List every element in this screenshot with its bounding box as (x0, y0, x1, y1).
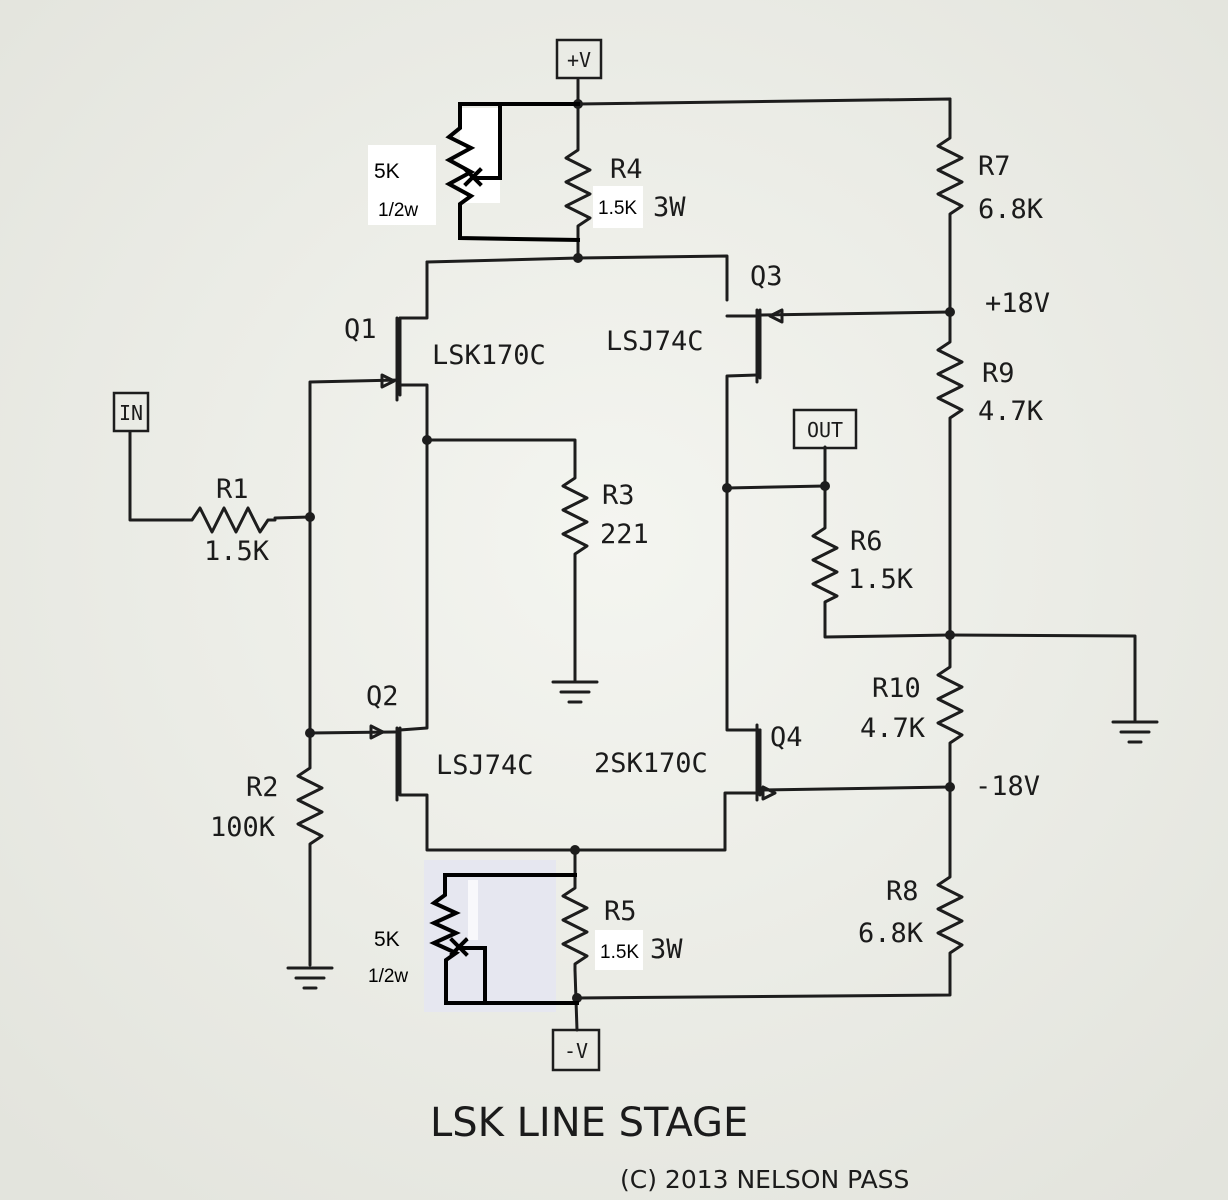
r4-symbol (564, 138, 592, 230)
r7-value: 6.8K (978, 194, 1044, 225)
svg-text:5K: 5K (374, 160, 400, 183)
r1-ref: R1 (216, 474, 249, 505)
r2-symbol (296, 758, 324, 852)
r10-symbol (936, 658, 964, 757)
r2-value: 100K (210, 812, 276, 843)
r4-ref: R4 (610, 154, 643, 185)
svg-text:IN: IN (119, 401, 143, 425)
r3-ref: R3 (602, 480, 635, 511)
trimpot-bottom: 5K 1/2w (368, 860, 643, 1012)
r6-value: 1.5K (848, 564, 914, 595)
resistor-symbols (183, 128, 964, 972)
r5-ref: R5 (604, 896, 637, 927)
r5-value: 1.5K (600, 942, 639, 963)
port-vminus: -V (551, 1028, 601, 1072)
r6-symbol (811, 518, 839, 607)
q1-gate-arrow (380, 373, 396, 389)
rail-neg-label: -18V (975, 771, 1040, 802)
component-labels: R4 1.5K 3W R7 6.8K +18V -18V R9 4.7K Q1 … (204, 151, 1050, 965)
r3-symbol (561, 468, 589, 562)
r1-value: 1.5K (204, 536, 270, 567)
q4-part: 2SK170C (594, 748, 708, 779)
svg-text:+V: +V (567, 48, 591, 72)
r2-ref: R2 (246, 772, 279, 803)
r7-ref: R7 (978, 151, 1011, 182)
svg-text:-V: -V (564, 1039, 588, 1063)
q1-ref: Q1 (344, 314, 377, 345)
trimpot-top: 5K 1/2w (368, 102, 643, 243)
q3-part: LSJ74C (606, 326, 704, 357)
r10-ref: R10 (872, 673, 921, 704)
jfet-arrows (369, 308, 784, 801)
rail-pos-label: +18V (985, 288, 1050, 319)
r4-power: 3W (653, 192, 686, 223)
r1-symbol (183, 506, 277, 534)
ground-symbol-r3 (551, 680, 599, 704)
port-vplus: +V (555, 38, 603, 80)
q1-part: LSK170C (432, 340, 546, 371)
q4-ref: Q4 (770, 722, 803, 753)
r6-ref: R6 (850, 526, 883, 557)
r9-ref: R9 (982, 358, 1015, 389)
svg-text:OUT: OUT (807, 418, 843, 442)
q2-gate-arrow (369, 724, 385, 740)
q2-part: LSJ74C (436, 750, 534, 781)
q3-ref: Q3 (750, 261, 783, 292)
diagram-title: LSK LINE STAGE (430, 1100, 748, 1146)
r8-ref: R8 (886, 876, 919, 907)
svg-text:5K: 5K (374, 928, 400, 951)
svg-text:1/2w: 1/2w (368, 966, 408, 987)
q4-gate-arrow (761, 785, 777, 801)
copyright-notice: (C) 2013 NELSON PASS (620, 1165, 909, 1194)
circuit-wires (128, 78, 1137, 1032)
r9-value: 4.7K (978, 396, 1044, 427)
port-out: OUT (792, 408, 858, 450)
ground-symbol-right (1111, 720, 1159, 744)
r4-value: 1.5K (598, 198, 637, 219)
r8-value: 6.8K (858, 918, 924, 949)
junction-dots (305, 99, 955, 1003)
ground-symbol-r2 (286, 966, 334, 990)
svg-text:1/2w: 1/2w (378, 200, 418, 221)
r3-value: 221 (600, 519, 649, 550)
r10-value: 4.7K (860, 713, 926, 744)
r9-symbol (936, 333, 964, 427)
r5-symbol (561, 878, 589, 972)
r8-symbol (936, 868, 964, 967)
q3-gate-arrow (768, 308, 784, 324)
q2-ref: Q2 (366, 681, 399, 712)
r7-symbol (936, 128, 964, 220)
r5-power: 3W (650, 934, 683, 965)
port-in: IN (112, 391, 150, 433)
